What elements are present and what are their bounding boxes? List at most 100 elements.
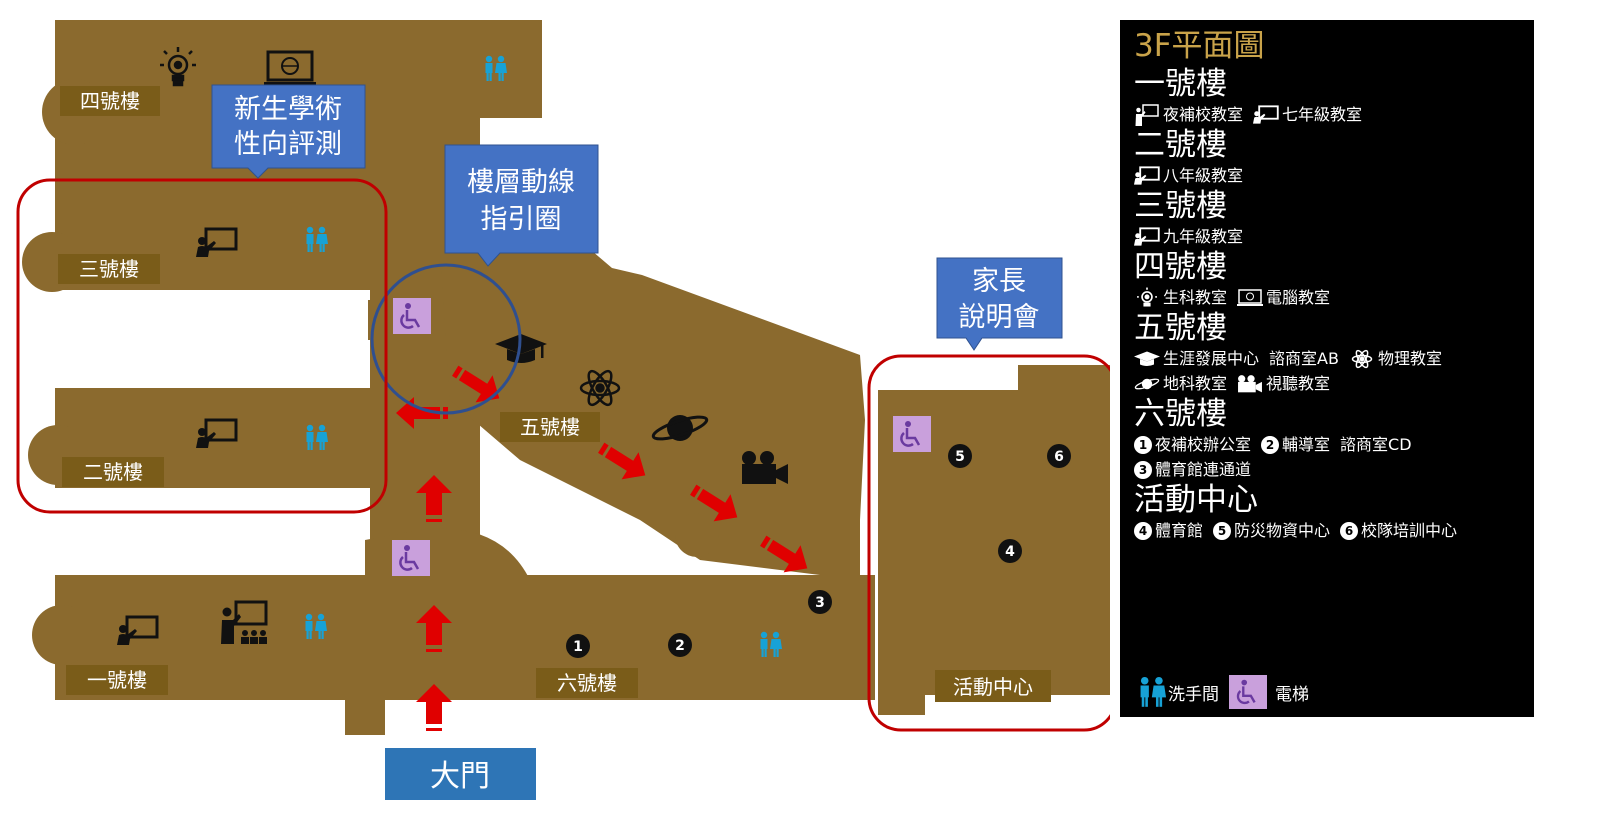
svg-text:一號樓: 一號樓 bbox=[87, 668, 147, 692]
legend-item: 3 體育館連通道 bbox=[1134, 457, 1251, 482]
number-marker: 1 bbox=[1134, 435, 1152, 454]
legend-building-3: 三號樓 bbox=[1134, 188, 1227, 224]
marker-5: 5 bbox=[948, 444, 972, 468]
svg-text:新生學術: 新生學術 bbox=[234, 94, 342, 125]
svg-text:指引圈: 指引圈 bbox=[481, 204, 562, 235]
legend-building-6: 六號樓 bbox=[1134, 396, 1227, 432]
building-3-label: 三號樓 bbox=[58, 254, 160, 284]
activity-center-label: 活動中心 bbox=[935, 670, 1051, 702]
classroom-board-icon bbox=[1134, 165, 1160, 185]
legend-item: 視聽教室 bbox=[1237, 371, 1330, 396]
svg-text:4: 4 bbox=[1005, 544, 1015, 560]
legend-row: 3 體育館連通道 bbox=[1134, 457, 1520, 482]
svg-text:說明會: 說明會 bbox=[959, 302, 1040, 333]
elevator-icon bbox=[391, 296, 433, 336]
svg-text:2: 2 bbox=[675, 638, 685, 654]
elevator-icon bbox=[1229, 675, 1267, 709]
atom-icon bbox=[579, 369, 621, 407]
planet-icon bbox=[651, 415, 709, 441]
legend-item: 4 體育館 bbox=[1134, 518, 1203, 543]
marker-6: 6 bbox=[1047, 444, 1071, 468]
svg-text:三號樓: 三號樓 bbox=[79, 257, 139, 281]
building-4-label: 四號樓 bbox=[60, 86, 160, 116]
number-marker: 6 bbox=[1340, 521, 1359, 540]
legend-row: 九年級教室 bbox=[1134, 224, 1520, 249]
callout-assessment: 新生學術 性向評測 bbox=[211, 84, 366, 179]
video-camera-icon bbox=[742, 451, 788, 484]
svg-text:四號樓: 四號樓 bbox=[80, 89, 140, 113]
legend-row: 地科教室 視聽教室 bbox=[1134, 371, 1520, 396]
legend-item: 生涯發展中心 bbox=[1134, 346, 1259, 371]
legend-item: 2 輔導室 bbox=[1261, 432, 1330, 457]
legend-panel: 3F平面圖 一號樓 夜補校教室 七年級教室 二號樓 八年級教室 三號樓 九年級教… bbox=[1120, 20, 1534, 717]
restroom-label: 洗手間 bbox=[1168, 684, 1219, 705]
svg-text:大門: 大門 bbox=[430, 759, 490, 794]
graduation-cap-icon bbox=[1134, 351, 1160, 366]
building-6-label: 六號樓 bbox=[536, 668, 638, 698]
number-marker: 5 bbox=[1213, 521, 1232, 540]
legend-item: 夜補校教室 bbox=[1134, 102, 1243, 127]
legend-item: 地科教室 bbox=[1134, 371, 1227, 396]
video-camera-icon bbox=[1238, 374, 1262, 392]
svg-text:6: 6 bbox=[1054, 449, 1064, 465]
main-gate-label: 大門 bbox=[385, 748, 536, 800]
elevator-label: 電梯 bbox=[1275, 684, 1309, 705]
legend-item: 1 夜補校辦公室 bbox=[1134, 432, 1251, 457]
number-marker: 3 bbox=[1134, 460, 1152, 479]
legend-item: 諮商室CD bbox=[1340, 435, 1412, 454]
callout-floor-guide: 樓層動線 指引圈 bbox=[444, 144, 599, 267]
legend-title: 3F平面圖 bbox=[1134, 28, 1265, 64]
number-marker: 2 bbox=[1261, 435, 1280, 454]
lightbulb-icon bbox=[160, 47, 196, 87]
svg-text:五號樓: 五號樓 bbox=[520, 415, 580, 439]
legend-item: 七年級教室 bbox=[1253, 102, 1362, 127]
elevator-icon bbox=[891, 414, 933, 454]
restroom-icon bbox=[1140, 676, 1167, 707]
computer-icon bbox=[1237, 288, 1264, 306]
marker-2: 2 bbox=[668, 633, 692, 657]
building-5-label: 五號樓 bbox=[500, 412, 600, 442]
legend-item: 八年級教室 bbox=[1134, 163, 1243, 188]
marker-1: 1 bbox=[566, 634, 590, 658]
svg-text:5: 5 bbox=[955, 449, 965, 465]
legend-building-2: 二號樓 bbox=[1134, 127, 1227, 163]
floor-area bbox=[22, 20, 1110, 735]
assessment-area-highlight bbox=[16, 178, 388, 514]
elevator-icon bbox=[390, 538, 432, 578]
teacher-icon bbox=[221, 600, 268, 644]
computer-icon bbox=[264, 50, 316, 86]
svg-text:1: 1 bbox=[573, 639, 583, 655]
callout-parents: 家長 說明會 bbox=[936, 257, 1063, 351]
legend-item: 物理教室 bbox=[1349, 346, 1442, 371]
legend-row: 生科教室 電腦教室 bbox=[1134, 285, 1520, 310]
svg-text:3: 3 bbox=[815, 595, 825, 611]
svg-text:活動中心: 活動中心 bbox=[953, 675, 1033, 699]
building-1-label: 一號樓 bbox=[66, 665, 168, 695]
legend-item: 諮商室AB bbox=[1269, 349, 1339, 368]
legend-row: 生涯發展中心 諮商室AB 物理教室 bbox=[1134, 346, 1520, 371]
planet-icon bbox=[1134, 378, 1160, 389]
svg-text:六號樓: 六號樓 bbox=[557, 671, 617, 695]
svg-text:家長: 家長 bbox=[972, 266, 1026, 297]
legend-building-5: 五號樓 bbox=[1134, 310, 1227, 346]
marker-3: 3 bbox=[808, 590, 832, 614]
lightbulb-icon bbox=[1137, 287, 1157, 307]
classroom-board-icon bbox=[1253, 104, 1279, 124]
atom-icon bbox=[1351, 349, 1373, 368]
svg-text:樓層動線: 樓層動線 bbox=[467, 167, 575, 198]
number-marker: 4 bbox=[1134, 521, 1152, 540]
floor-plan-map: 四號樓 三號樓 二號樓 一號樓 五號樓 六號樓 活動中心 bbox=[16, 20, 1110, 800]
legend-item: 生科教室 bbox=[1134, 285, 1227, 310]
legend-row: 4 體育館 5 防災物資中心 6 校隊培訓中心 bbox=[1134, 518, 1520, 543]
legend-row: 夜補校教室 七年級教室 bbox=[1134, 102, 1520, 127]
legend-item: 5 防災物資中心 bbox=[1213, 518, 1330, 543]
legend-activity-center: 活動中心 bbox=[1134, 482, 1258, 518]
svg-text:二號樓: 二號樓 bbox=[83, 460, 143, 484]
floor-guide-circle bbox=[370, 263, 522, 415]
legend-footer: 洗手間 電梯 bbox=[1138, 675, 1309, 709]
teacher-icon bbox=[1135, 103, 1159, 126]
legend-building-4: 四號樓 bbox=[1134, 249, 1227, 285]
legend-row: 八年級教室 bbox=[1134, 163, 1520, 188]
legend-item: 九年級教室 bbox=[1134, 224, 1243, 249]
legend-item: 6 校隊培訓中心 bbox=[1340, 518, 1457, 543]
